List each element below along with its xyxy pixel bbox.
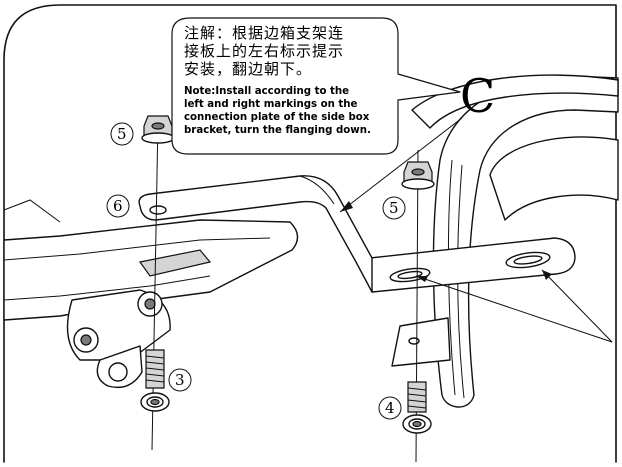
callout-nut-right-number: 5 [389, 199, 399, 217]
callout-plate: 6 [106, 194, 130, 218]
note-callout [171, 17, 461, 155]
note-en-line-4: bracket, turn the flanging down. [184, 125, 371, 136]
callout-bolt-left-number: 3 [175, 371, 185, 389]
note-cn-line-3: 安装，翻边朝下。 [184, 60, 312, 78]
note-cn-line-2: 接板上的左右标示提示 [184, 42, 344, 60]
connection-plate [138, 175, 373, 293]
section-label-c: C [460, 69, 495, 123]
callout-nut-left: 5 [110, 122, 134, 146]
flange-nut-right [401, 161, 435, 190]
section-c-arrow [339, 117, 463, 213]
side-box-bracket-plate [369, 237, 576, 367]
callout-plate-number: 6 [113, 197, 123, 215]
note-text-english: Note:Install according to the left and r… [184, 86, 371, 136]
marking-pointer-arrows [415, 269, 613, 343]
note-en-line-3: connection plate of the side box [184, 112, 370, 123]
motorcycle-frame-right [411, 74, 619, 408]
bolt-right [402, 381, 432, 434]
callout-bolt-right-number: 4 [385, 399, 395, 417]
note-text-chinese: 注解：根据边箱支架连 接板上的左右标示提示 安装，翻边朝下。 [184, 24, 344, 78]
callout-nut-right: 5 [382, 196, 406, 220]
callout-bolt-right: 4 [378, 396, 402, 420]
flange-nut-left [141, 115, 175, 144]
note-en-line-2: left and right markings on the [184, 99, 358, 110]
bolt-left [140, 349, 170, 412]
note-en-line-1: Note:Install according to the [184, 86, 349, 97]
callout-bolt-left: 3 [168, 368, 192, 392]
motorcycle-subframe-left [3, 199, 299, 389]
note-cn-line-1: 注解：根据边箱支架连 [184, 24, 344, 42]
callout-nut-left-number: 5 [117, 125, 127, 143]
